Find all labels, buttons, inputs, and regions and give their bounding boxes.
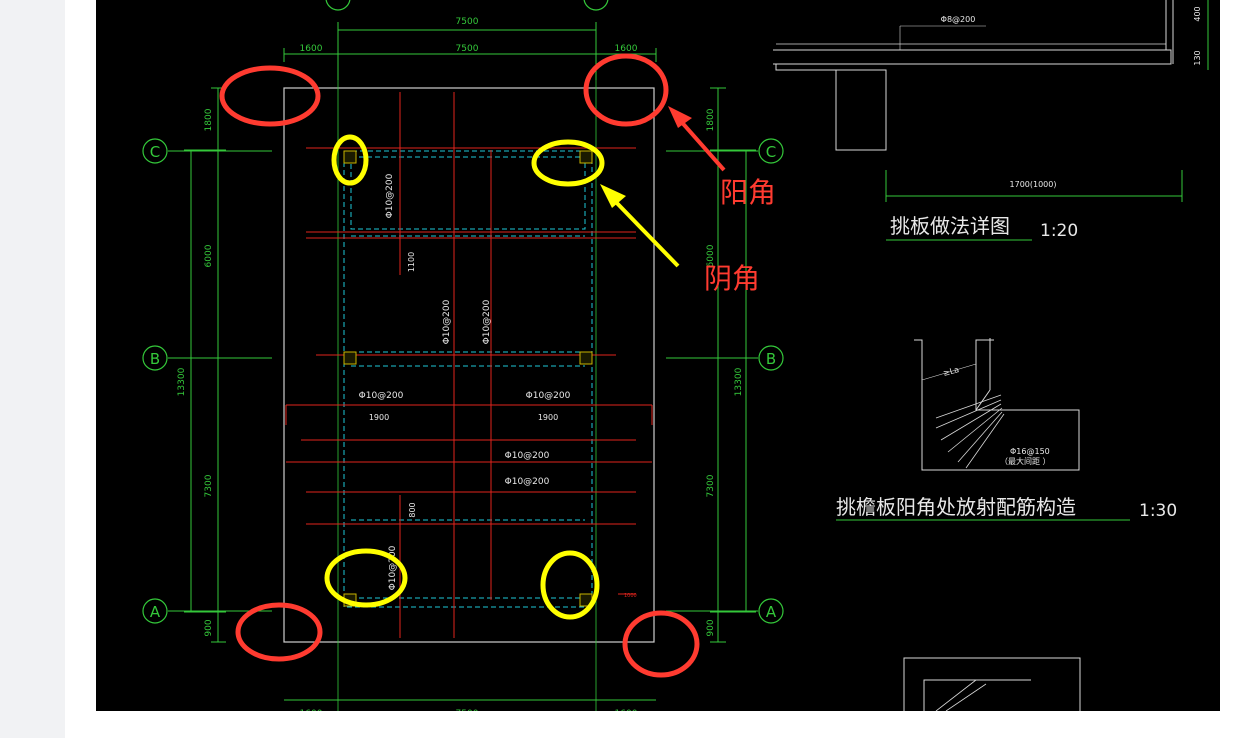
dim-top-1: 7500 xyxy=(456,17,479,27)
detail1-dim-b: 130 xyxy=(1193,50,1202,65)
dim-right-1: 1800 xyxy=(706,108,716,131)
slab-outline xyxy=(283,87,655,643)
inner-corner-mark-tr xyxy=(531,139,605,187)
dim-inner-2: 1900 xyxy=(369,413,389,422)
outer-corner-mark-tr xyxy=(583,53,669,127)
beam-lines xyxy=(343,150,593,608)
outer-corner-mark-br xyxy=(622,610,700,678)
outer-corner-label: 阳角 xyxy=(720,176,776,209)
inner-corner-mark-tl xyxy=(331,134,369,186)
dim-left-1: 1800 xyxy=(204,108,214,131)
dim-inner-5: 1000 xyxy=(624,593,637,599)
detail-radial: ≥La Φ16@150 （最大间距 ） 挑檐板阳角处放射配筋构造 1:30 xyxy=(836,338,1177,521)
detail1-scale: 1:20 xyxy=(1040,221,1078,241)
rebar-lines xyxy=(285,92,653,638)
outer-corner-mark-bl xyxy=(235,602,323,662)
detail2-rebar: Φ16@150 xyxy=(1010,447,1050,456)
inner-corner-mark-br xyxy=(540,550,600,620)
dim-left-4: 7300 xyxy=(204,474,214,497)
axis-a-left-label: A xyxy=(150,603,161,621)
detail2-scale: 1:30 xyxy=(1139,501,1177,521)
axis-c-left xyxy=(142,138,168,164)
markup xyxy=(219,53,700,678)
detail1-title: 挑板做法详图 xyxy=(890,214,1010,238)
bottom-dimensions: 1600 7500 1600 xyxy=(284,699,656,711)
dim-bottom-2: 7500 xyxy=(456,709,479,711)
dim-inner-3: 1900 xyxy=(538,413,558,422)
axis-lines xyxy=(168,150,758,612)
detail2-title: 挑檐板阳角处放射配筋构造 xyxy=(836,495,1076,519)
inner-corner-mark-bl xyxy=(324,548,408,608)
dim-top-3: 7500 xyxy=(456,44,479,54)
columns xyxy=(343,150,593,607)
axis-c-left-label: C xyxy=(150,143,160,161)
arrows xyxy=(600,106,726,268)
axis-a-right xyxy=(758,598,784,624)
left-panel xyxy=(0,0,65,738)
axis-b-right xyxy=(758,345,784,371)
rebar-label-2: Φ10@200 xyxy=(442,299,452,344)
dim-left-3: 13300 xyxy=(177,367,187,396)
dim-left-2: 6000 xyxy=(204,244,214,267)
left-dimensions: 1800 6000 13300 7300 900 xyxy=(177,87,226,643)
axis-a-right-label: A xyxy=(766,603,777,621)
rebar-label-6: Φ10@200 xyxy=(505,451,550,461)
dim-right-3: 13300 xyxy=(734,367,744,396)
top-dimensions: 7500 1600 7500 1600 xyxy=(283,17,657,80)
detail1-width: 1700(1000) xyxy=(1010,180,1057,189)
cad-drawing-canvas: 7500 1600 7500 1600 1800 6000 13300 7300… xyxy=(96,0,1220,711)
detail-partial-bottom xyxy=(903,657,1081,711)
axis-1-circle xyxy=(325,0,351,11)
rebar-label-8: Φ10@200 xyxy=(388,545,398,590)
rebar-label-1: Φ10@200 xyxy=(385,173,395,218)
detail-cantilever: Φ8@200 1700(1000) 400 130 挑板做法详图 1:20 xyxy=(773,0,1209,241)
rebar-label-3: Φ10@200 xyxy=(482,299,492,344)
dim-right-5: 900 xyxy=(706,619,716,636)
axis-markers: C B A C B A xyxy=(142,138,784,624)
right-dimensions: 1800 6000 13300 7300 900 xyxy=(706,87,756,643)
dim-bottom-3: 1600 xyxy=(615,709,638,711)
axis-c-right-label: C xyxy=(766,143,776,161)
detail1-dim-a: 400 xyxy=(1193,6,1202,21)
inner-corner-label: 阴角 xyxy=(704,262,760,295)
rebar-label-4: Φ10@200 xyxy=(359,391,404,401)
cad-drawing: 7500 1600 7500 1600 1800 6000 13300 7300… xyxy=(142,0,1209,711)
rebar-annotations: Φ10@200 1100 Φ10@200 Φ10@200 Φ10@200 190… xyxy=(359,173,637,599)
rebar-label-7: Φ10@200 xyxy=(505,477,550,487)
dim-inner-1: 1100 xyxy=(407,252,416,272)
detail1-rebar: Φ8@200 xyxy=(941,15,976,24)
outer-corner-mark-tl xyxy=(219,65,321,127)
dim-right-4: 7300 xyxy=(706,474,716,497)
dim-inner-4: 800 xyxy=(408,502,417,517)
axis-a-left xyxy=(142,598,168,624)
rebar-label-5: Φ10@200 xyxy=(526,391,571,401)
detail2-note: （最大间距 ） xyxy=(1000,456,1051,466)
axis-2-circle xyxy=(583,0,609,11)
detail2-la: ≥La xyxy=(942,365,960,378)
dim-top-4: 1600 xyxy=(615,44,638,54)
axis-c-right xyxy=(758,138,784,164)
dim-top-2: 1600 xyxy=(300,44,323,54)
dim-left-5: 900 xyxy=(204,619,214,636)
axis-b-right-label: B xyxy=(766,350,776,368)
axis-b-left-label: B xyxy=(150,350,160,368)
axis-b-left xyxy=(142,345,168,371)
dim-right-2: 6000 xyxy=(706,244,716,267)
dim-bottom-1: 1600 xyxy=(300,709,323,711)
